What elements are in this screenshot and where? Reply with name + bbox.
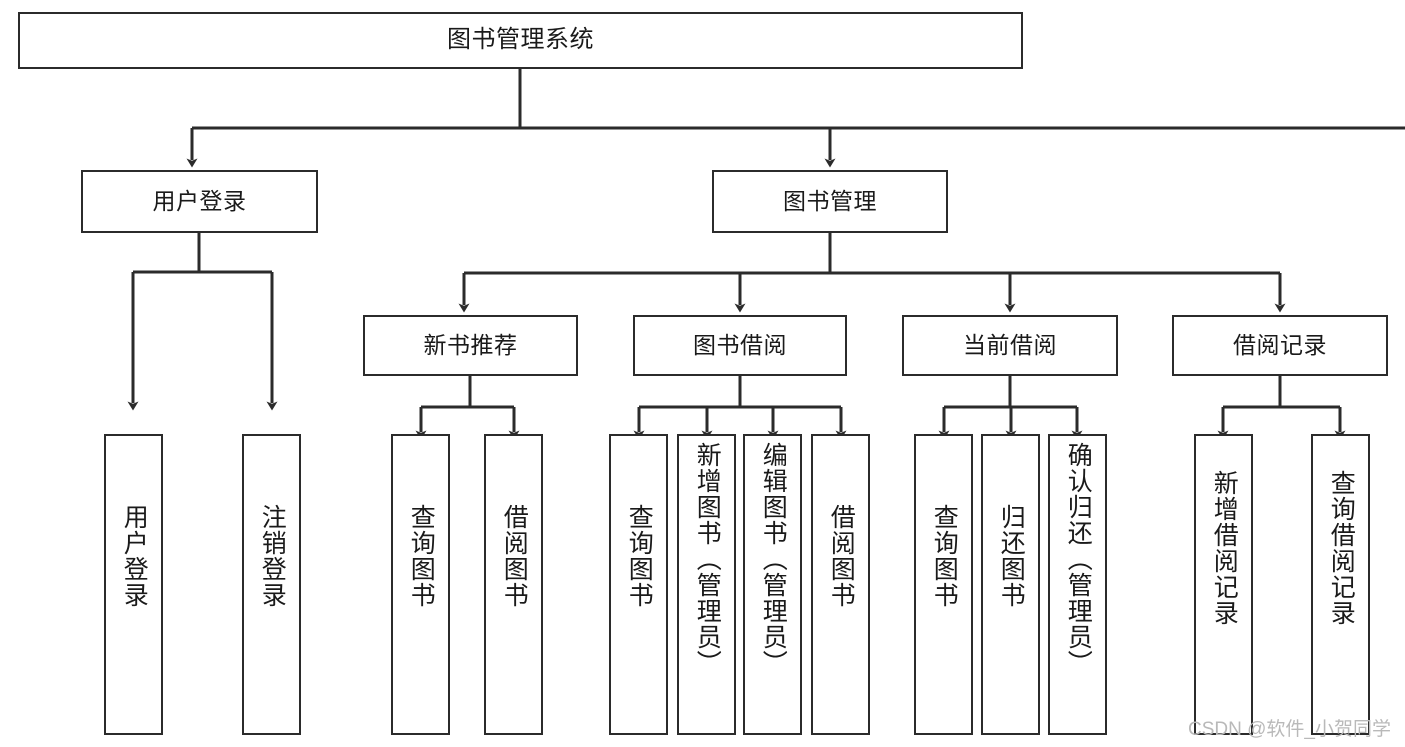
leaf-query-book-1-label: 查询图书 xyxy=(407,504,436,608)
node-borrow-record-label: 借阅记录 xyxy=(1233,331,1327,358)
leaf-borrow-book-2-label: 借阅图书 xyxy=(827,504,856,608)
leaf-borrow-book-2[interactable]: 借阅图书 xyxy=(811,434,870,735)
leaf-add-book-label: 新增图书（管理员） xyxy=(693,442,722,676)
leaf-query-record[interactable]: 查询借阅记录 xyxy=(1311,434,1370,735)
leaf-confirm-return[interactable]: 确认归还（管理员） xyxy=(1048,434,1107,735)
node-book-manage-label: 图书管理 xyxy=(783,187,877,214)
leaf-add-book[interactable]: 新增图书（管理员） xyxy=(677,434,736,735)
node-book-borrow[interactable]: 图书借阅 xyxy=(633,315,847,376)
leaf-edit-book[interactable]: 编辑图书（管理员） xyxy=(743,434,802,735)
node-book-borrow-label: 图书借阅 xyxy=(693,331,787,358)
leaf-query-book-1[interactable]: 查询图书 xyxy=(391,434,450,735)
leaf-add-record[interactable]: 新增借阅记录 xyxy=(1194,434,1253,735)
node-book-manage[interactable]: 图书管理 xyxy=(712,170,948,233)
leaf-user-login[interactable]: 用户登录 xyxy=(104,434,163,735)
node-user-login-label: 用户登录 xyxy=(152,187,247,214)
leaf-logout-label: 注销登录 xyxy=(258,504,287,608)
node-new-book-recommend[interactable]: 新书推荐 xyxy=(363,315,578,376)
node-borrow-record[interactable]: 借阅记录 xyxy=(1172,315,1388,376)
leaf-add-record-label: 新增借阅记录 xyxy=(1210,470,1239,626)
leaf-query-record-label: 查询借阅记录 xyxy=(1327,470,1356,626)
leaf-user-login-label: 用户登录 xyxy=(120,504,149,608)
leaf-return-book[interactable]: 归还图书 xyxy=(981,434,1040,735)
node-current-borrow[interactable]: 当前借阅 xyxy=(902,315,1118,376)
leaf-borrow-book-1[interactable]: 借阅图书 xyxy=(484,434,543,735)
leaf-query-book-3-label: 查询图书 xyxy=(930,504,959,608)
node-new-book-recommend-label: 新书推荐 xyxy=(423,331,518,358)
watermark: CSDN @软件_小贺同学 xyxy=(1188,719,1391,740)
leaf-confirm-return-label: 确认归还（管理员） xyxy=(1064,442,1093,676)
leaf-logout[interactable]: 注销登录 xyxy=(242,434,301,735)
leaf-query-book-3[interactable]: 查询图书 xyxy=(914,434,973,735)
node-current-borrow-label: 当前借阅 xyxy=(963,331,1057,358)
node-root-label: 图书管理系统 xyxy=(447,26,594,54)
leaf-borrow-book-1-label: 借阅图书 xyxy=(500,504,529,608)
leaf-edit-book-label: 编辑图书（管理员） xyxy=(759,442,788,676)
node-user-login[interactable]: 用户登录 xyxy=(81,170,318,233)
leaf-return-book-label: 归还图书 xyxy=(997,504,1026,608)
leaf-query-book-2-label: 查询图书 xyxy=(625,504,654,608)
node-root[interactable]: 图书管理系统 xyxy=(18,12,1023,69)
leaf-query-book-2[interactable]: 查询图书 xyxy=(609,434,668,735)
